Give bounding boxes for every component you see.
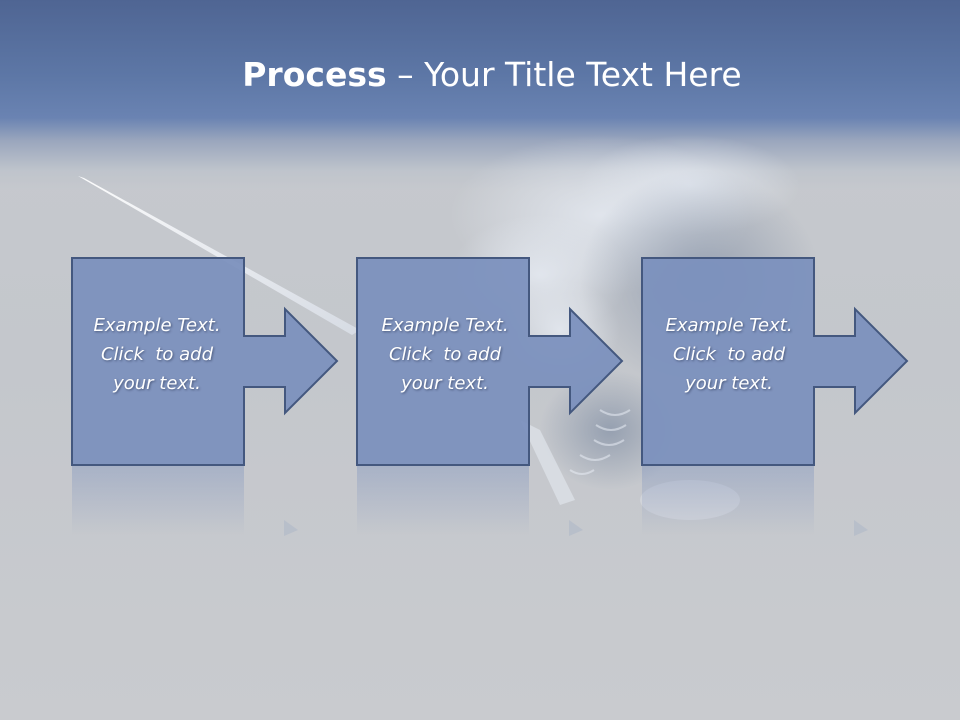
title-rest-part: – Your Title Text Here (386, 55, 742, 94)
slide-title[interactable]: Process – Your Title Text Here (0, 50, 960, 100)
process-step-2-text[interactable]: Example Text. Click to add your text. (359, 311, 531, 398)
step-2-line-2: Click to add (388, 344, 501, 365)
title-bold-part: Process (242, 55, 387, 94)
step-3-line-2: Click to add (672, 344, 785, 365)
header-band (0, 0, 960, 190)
step-3-line-1: Example Text. (665, 315, 793, 336)
process-step-1-shape[interactable] (71, 257, 339, 466)
shape-reflections (72, 466, 868, 536)
process-step-3-text[interactable]: Example Text. Click to add your text. (643, 311, 815, 398)
process-step-2-shape[interactable] (356, 257, 624, 466)
step-1-line-1: Example Text. (93, 315, 221, 336)
process-step-3-shape[interactable] (641, 257, 909, 466)
step-2-line-3: your text. (401, 373, 489, 394)
step-3-line-3: your text. (685, 373, 773, 394)
step-2-line-1: Example Text. (381, 315, 509, 336)
step-1-line-2: Click to add (100, 344, 213, 365)
step-1-line-3: your text. (113, 373, 201, 394)
process-step-1-text[interactable]: Example Text. Click to add your text. (71, 311, 243, 398)
